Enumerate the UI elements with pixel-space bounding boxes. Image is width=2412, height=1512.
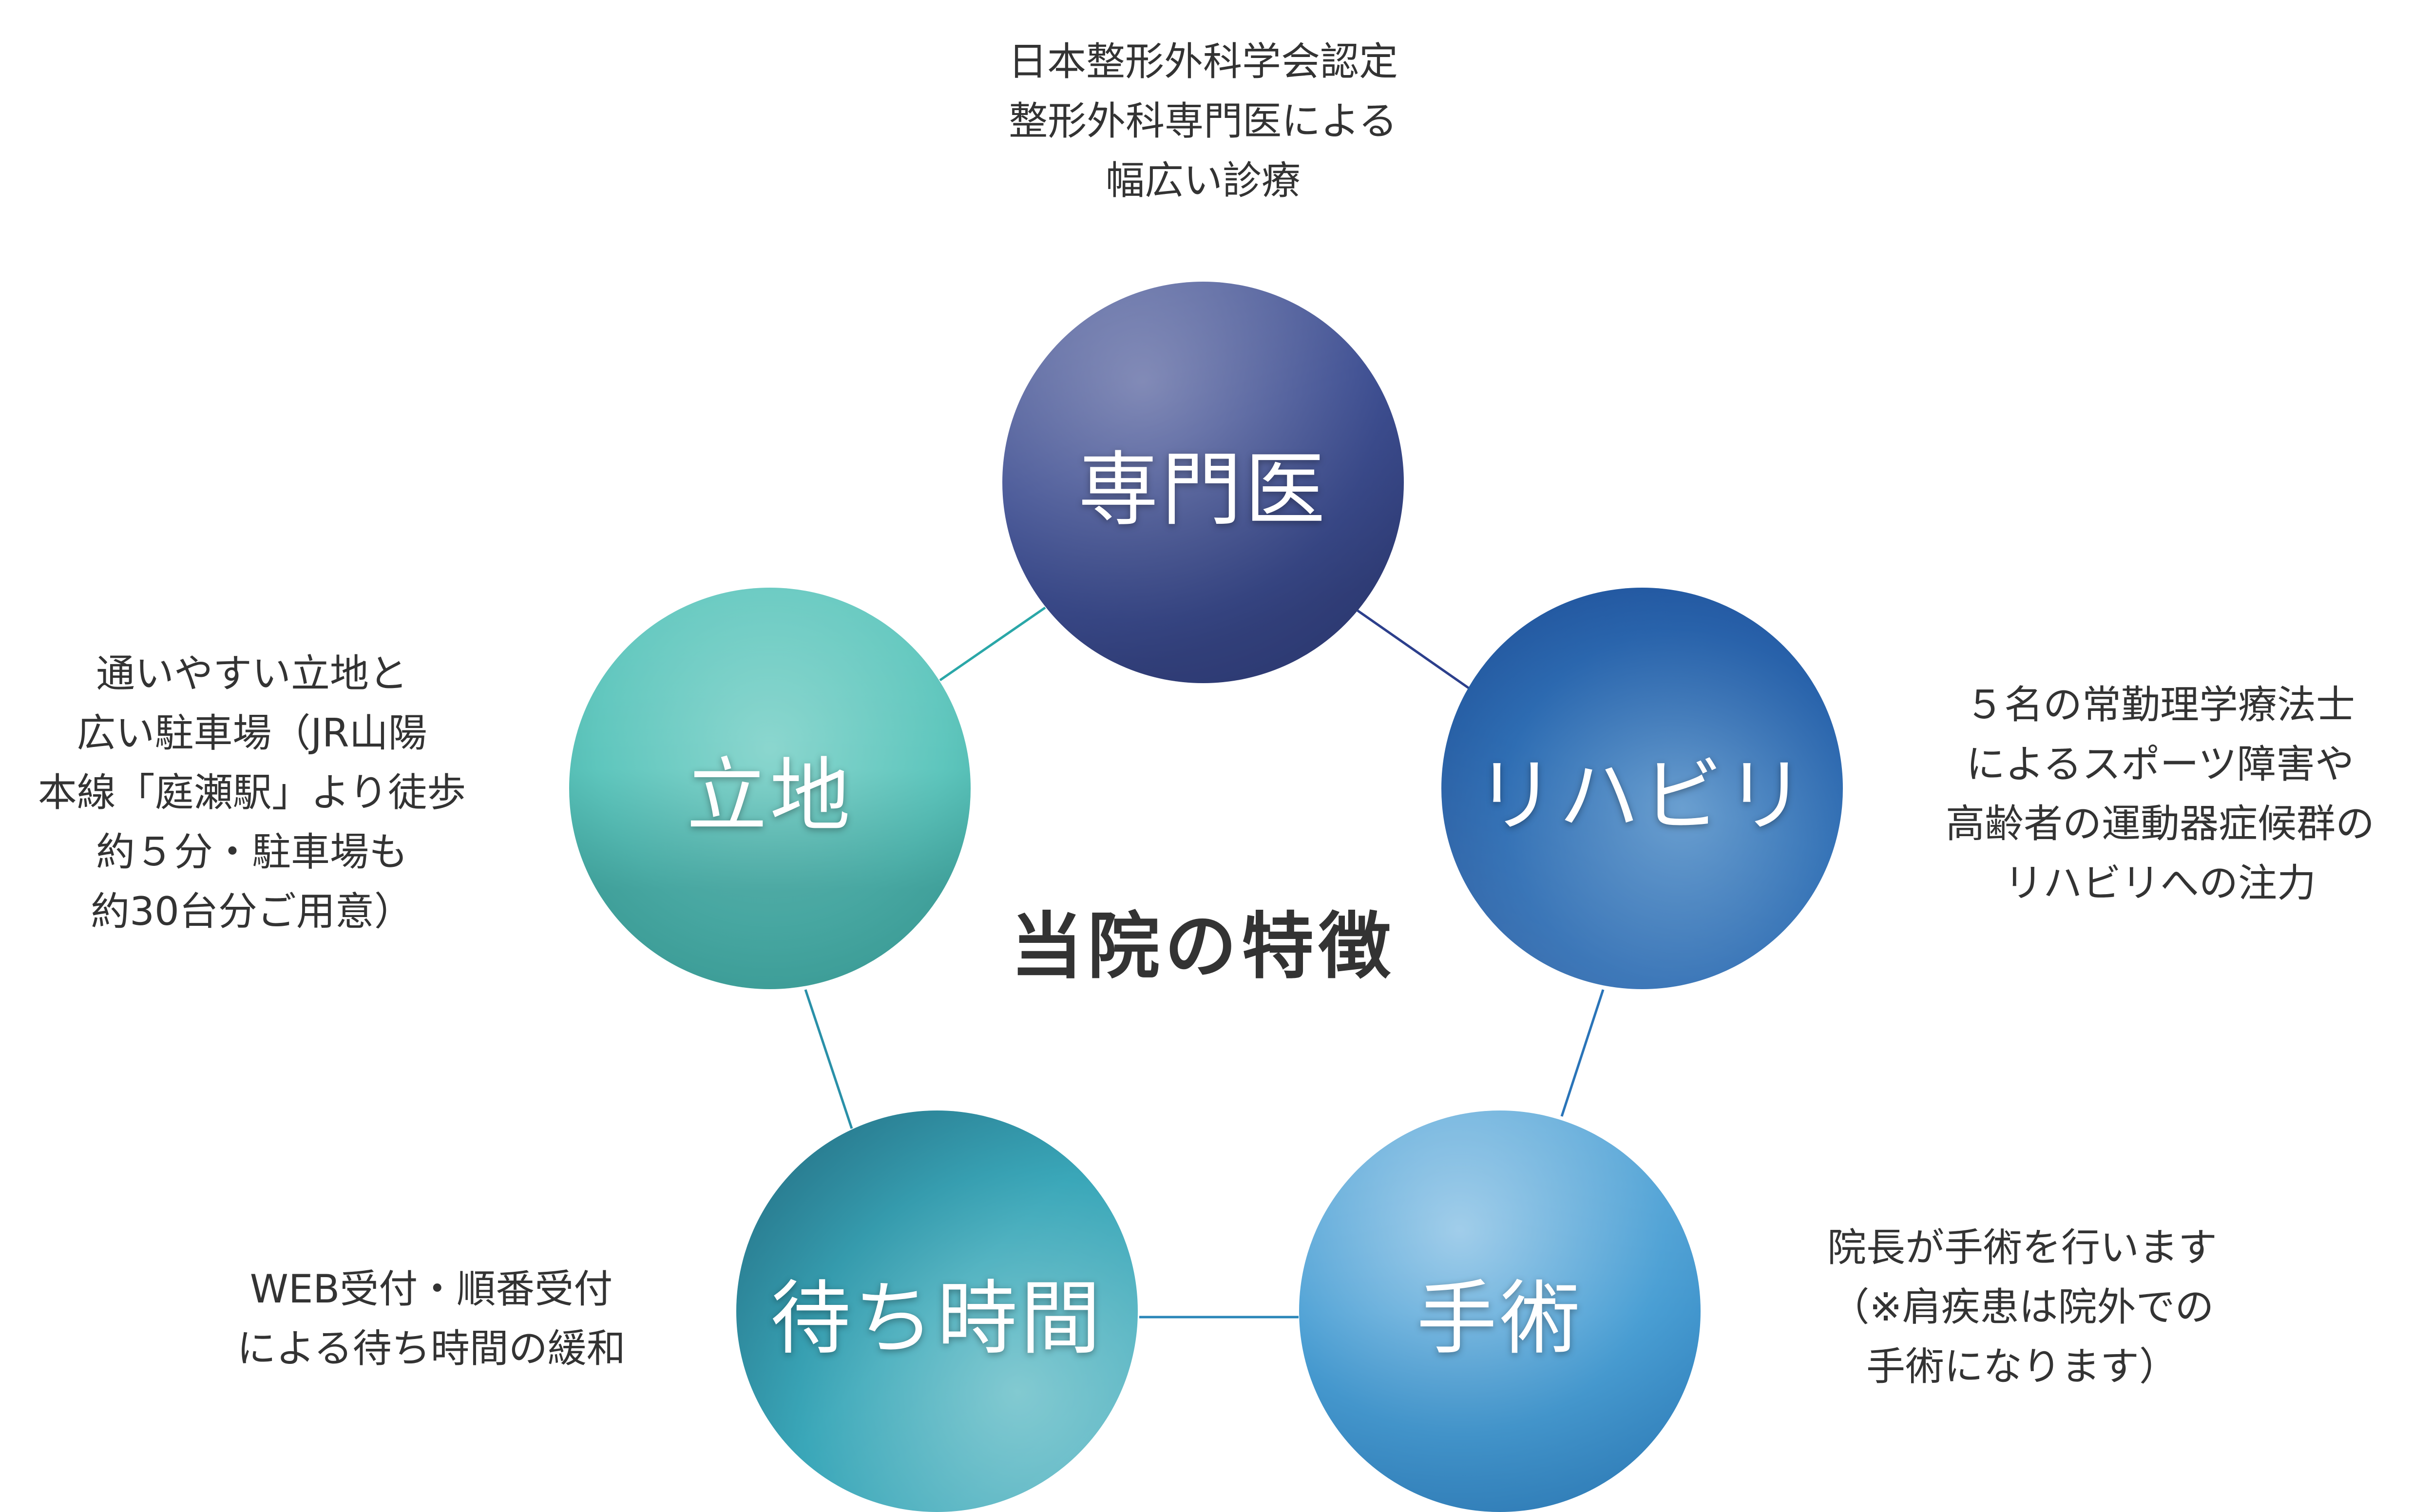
feature-label: リハビリ <box>1475 748 1809 842</box>
desc-line: 約５分・駐車場も <box>96 829 408 875</box>
feature-label: 専門医 <box>1078 442 1328 536</box>
desc-line: 院長が手術を行います <box>1827 1225 2217 1270</box>
desc-line: 高齢者の運動器症候群の <box>1946 801 2374 846</box>
photo-overlay <box>736 1110 1138 1512</box>
surgery-description: 院長が手術を行います （※肩疾患は院外での 手術になります） <box>1827 1218 2217 1397</box>
photo-overlay <box>569 588 971 989</box>
desc-line: （※肩疾患は院外での <box>1830 1284 2214 1330</box>
connector-rehab-surgery <box>1560 989 1605 1117</box>
photo-overlay <box>1441 588 1843 989</box>
desc-line: 手術になります） <box>1866 1344 2178 1389</box>
feature-circle-location[interactable]: 立地 <box>569 588 971 989</box>
desc-line: 通いやすい立地と <box>96 651 408 696</box>
desc-line: 広い駐車場（JR山陽 <box>77 710 427 756</box>
rehab-description: ５名の常勤理学療法士 によるスポーツ障害や 高齢者の運動器症候群の リハビリへの… <box>1946 675 2374 913</box>
connector-specialist-rehab <box>1357 609 1470 689</box>
desc-line: リハビリへの注力 <box>2004 861 2316 906</box>
desc-line: 幅広い診療 <box>1106 158 1301 203</box>
desc-line: WEB受付・順番受付 <box>249 1266 613 1312</box>
location-description: 通いやすい立地と 広い駐車場（JR山陽 本線「庭瀬駅」より徒歩 約５分・駐車場も… <box>38 644 466 941</box>
feature-label: 待ち時間 <box>770 1271 1104 1365</box>
waiting-description: WEB受付・順番受付 による待ち時間の緩和 <box>237 1260 626 1378</box>
desc-line: によるスポーツ障害や <box>1966 742 2354 787</box>
photo-overlay <box>1002 282 1404 683</box>
feature-circle-waiting[interactable]: 待ち時間 <box>736 1110 1138 1512</box>
desc-line: による待ち時間の緩和 <box>237 1326 626 1371</box>
feature-circle-surgery[interactable]: 手術 <box>1299 1110 1701 1512</box>
desc-line: 日本整形外科学会認定 <box>1008 39 1398 84</box>
connector-specialist-location <box>939 606 1046 682</box>
specialist-description: 日本整形外科学会認定 整形外科専門医による 幅広い診療 <box>1008 32 1398 211</box>
center-title: 当院の特徴 <box>1011 904 1396 989</box>
desc-line: ５名の常勤理学療法士 <box>1965 682 2355 727</box>
desc-line: 整形外科専門医による <box>1009 98 1397 144</box>
desc-line: 約30台分ご用意） <box>91 889 413 934</box>
photo-overlay <box>1299 1110 1701 1512</box>
feature-circle-specialist[interactable]: 専門医 <box>1002 282 1404 683</box>
feature-label: 手術 <box>1417 1271 1583 1365</box>
feature-circle-rehab[interactable]: リハビリ <box>1441 588 1843 989</box>
connector-location-waiting <box>804 989 853 1129</box>
desc-line: 本線「庭瀬駅」より徒歩 <box>38 770 466 815</box>
feature-label: 立地 <box>687 748 853 842</box>
